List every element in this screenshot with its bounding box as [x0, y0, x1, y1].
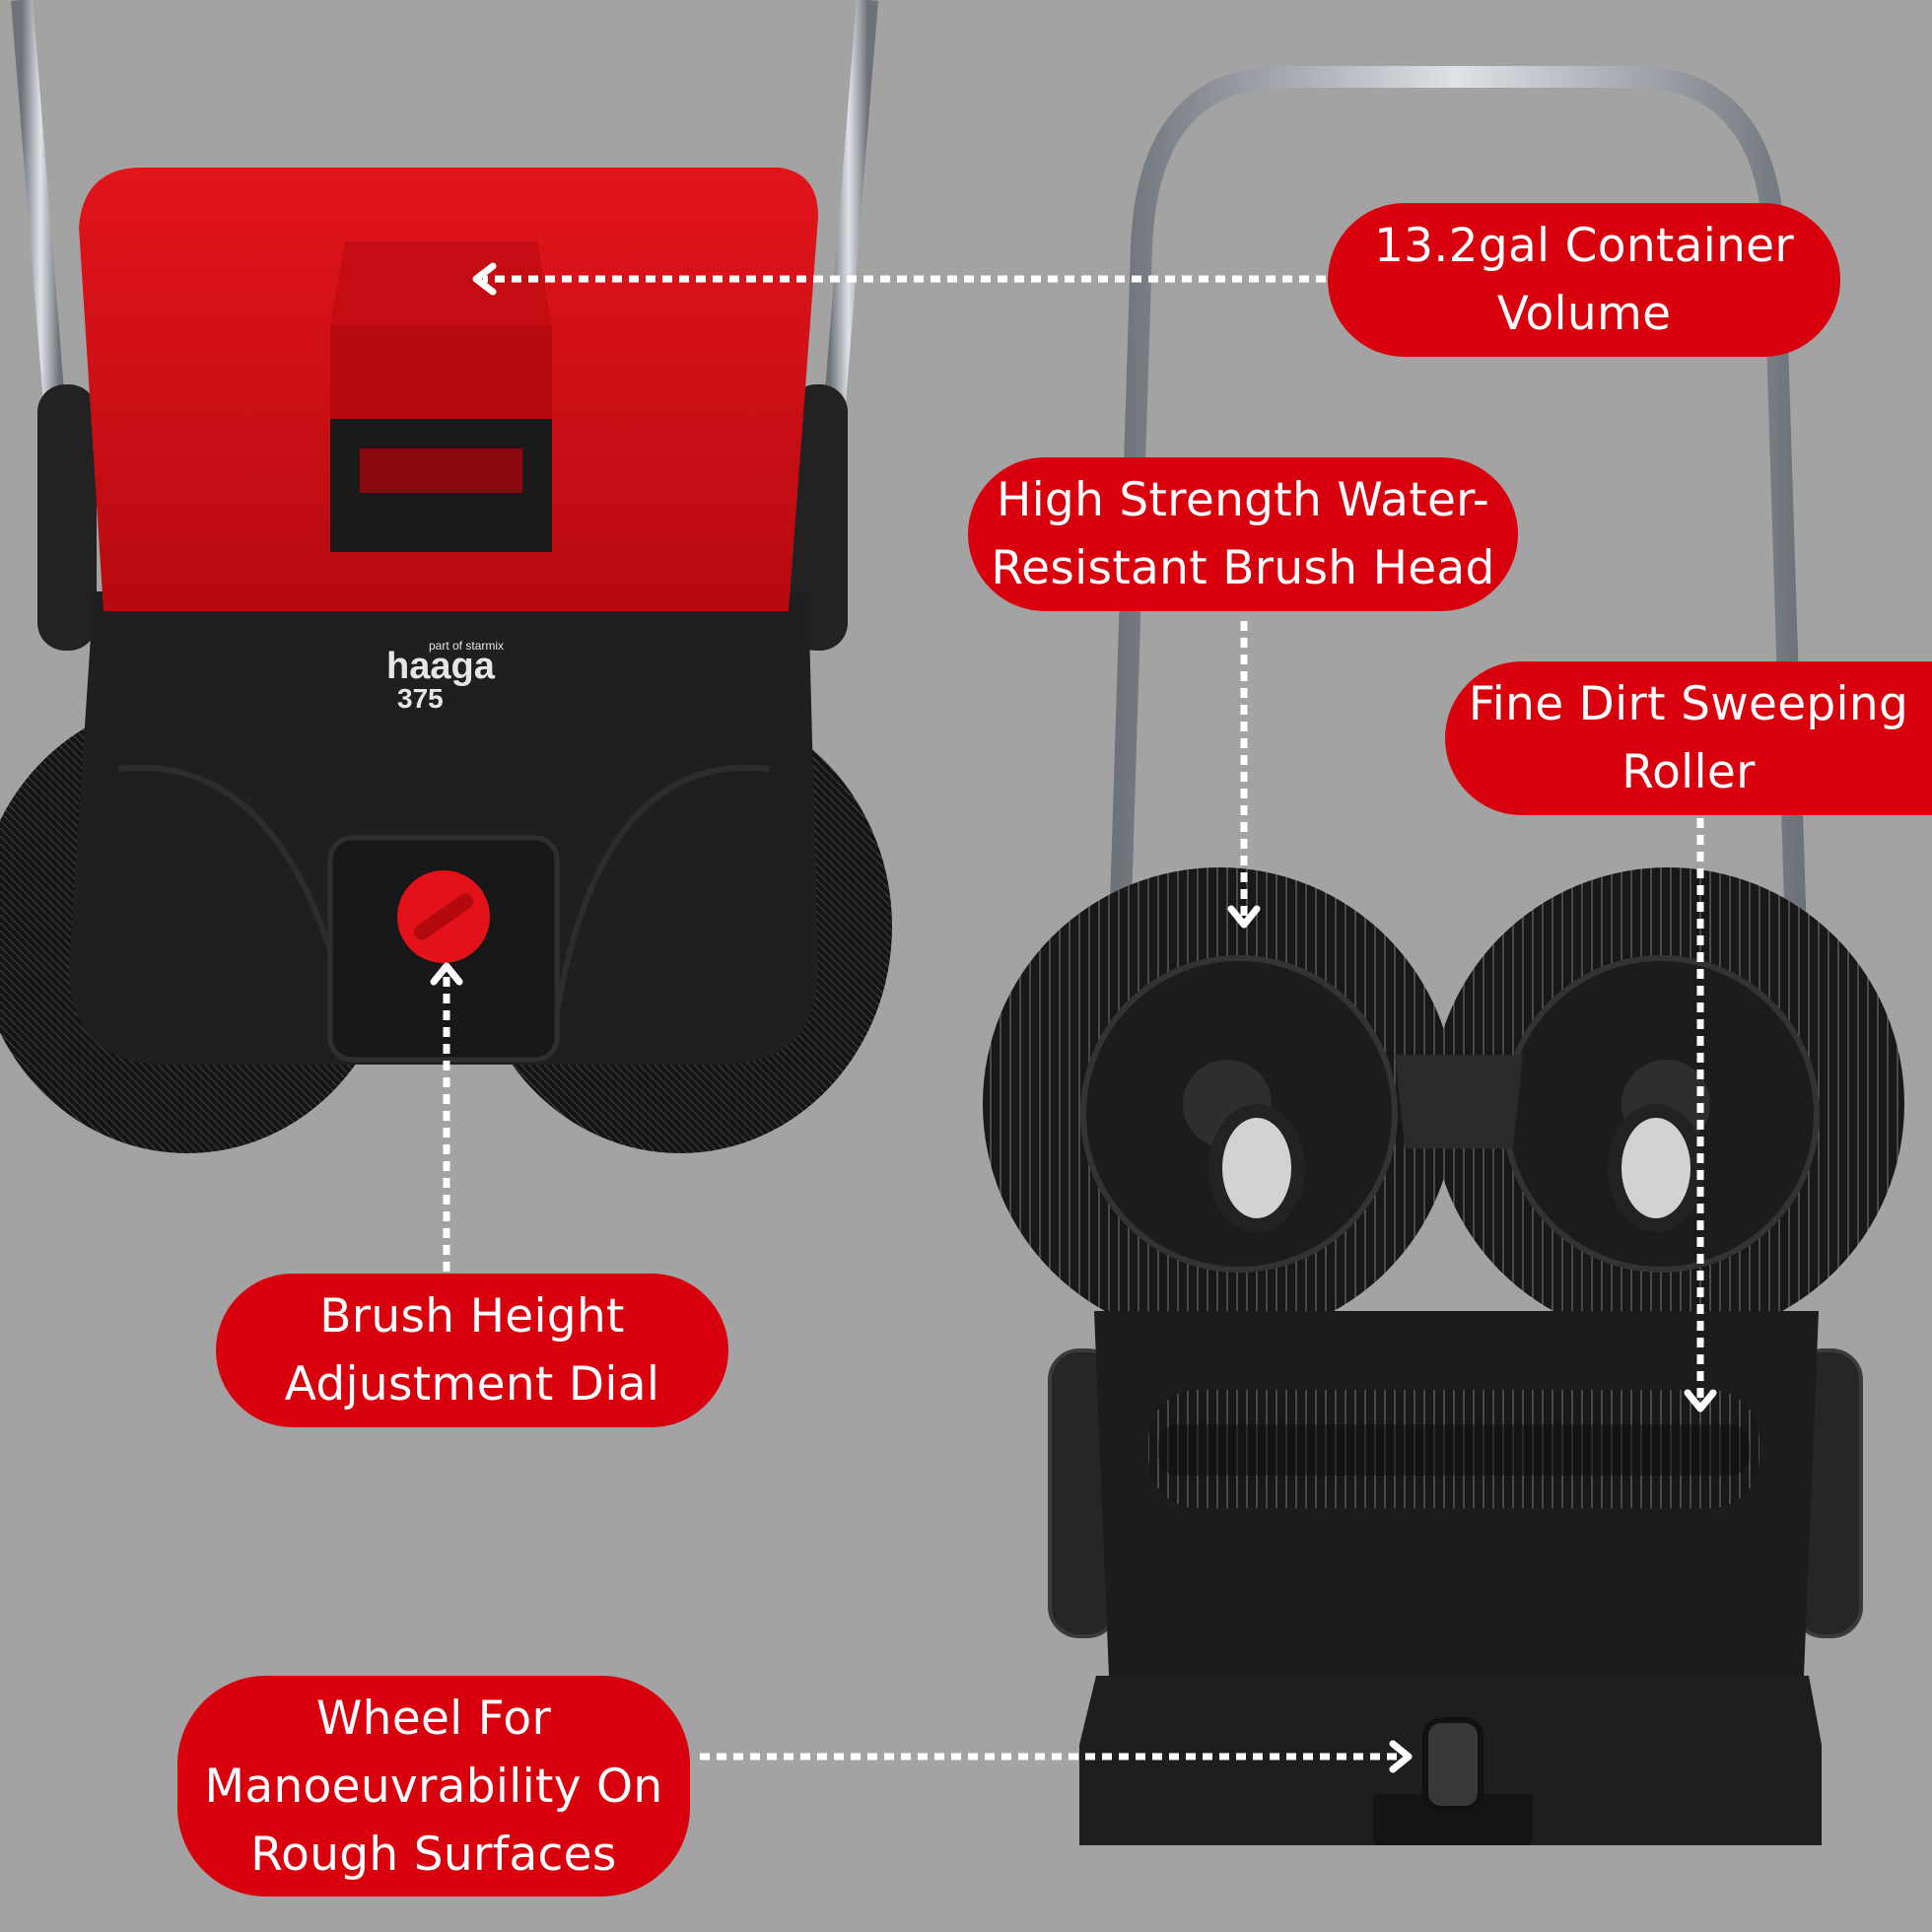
callout-container-line2: Volume [1496, 287, 1672, 341]
handle-loop [1108, 66, 1808, 967]
callout-container-line1: 13.2gal Container [1373, 219, 1795, 273]
sweeper-body [69, 591, 818, 1065]
left-sweeper-top-view: part of starmix haaga 375 [0, 0, 892, 1153]
rear-wheel-right [789, 384, 848, 651]
handle-bar-left [11, 0, 70, 464]
arrow-heads [430, 262, 1717, 1773]
callout-brush-head-line1: High Strength Water- [996, 473, 1490, 527]
callout-dial-line2: Adjustment Dial [284, 1357, 660, 1412]
caster-wheel-left [1208, 1104, 1305, 1232]
callout-roller-line1: Fine Dirt Sweeping [1468, 677, 1909, 731]
callout-sweeping-roller: Fine Dirt Sweeping Roller [1445, 661, 1932, 815]
callout-brush-head: High Strength Water- Resistant Brush Hea… [968, 457, 1518, 611]
front-wheel [1422, 1717, 1484, 1812]
callout-front-wheel: Wheel For Manoeuvrability On Rough Surfa… [177, 1676, 690, 1897]
caster-wheel-right [1608, 1104, 1704, 1232]
brand-tagline: part of starmix [429, 639, 504, 653]
callout-dial-line1: Brush Height [319, 1289, 625, 1344]
callout-wheel-line3: Rough Surfaces [250, 1827, 617, 1882]
callout-container-volume: 13.2gal Container Volume [1328, 203, 1840, 357]
callout-roller-line2: Roller [1622, 745, 1756, 799]
callout-height-dial: Brush Height Adjustment Dial [216, 1274, 728, 1427]
callout-wheel-line1: Wheel For [315, 1690, 552, 1746]
right-sweeper-underside-view [983, 66, 1904, 1845]
callout-wheel-line2: Manoeuvrability On [204, 1759, 663, 1814]
rear-wheel-left [37, 384, 97, 651]
model-number: 375 [397, 683, 444, 714]
brand-logo: haaga [386, 646, 496, 687]
handle-bar-right [819, 0, 878, 464]
callout-brush-head-line2: Resistant Brush Head [991, 541, 1495, 595]
callout-arrows [443, 275, 1704, 1760]
